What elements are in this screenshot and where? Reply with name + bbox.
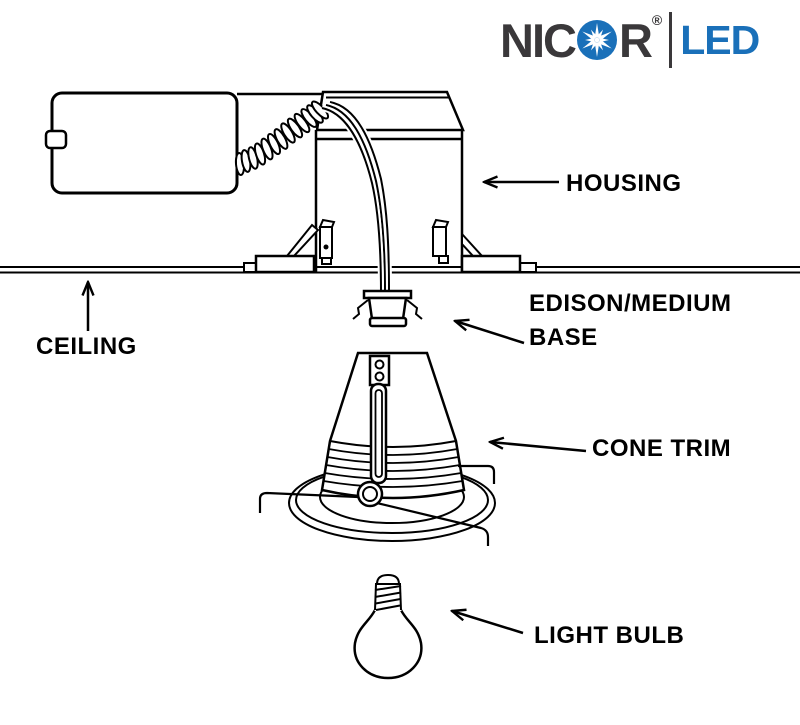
nicor-led-logo: NIC R ® LED xyxy=(500,10,760,70)
light-bulb-arrow xyxy=(452,611,524,635)
edison-base-arrow xyxy=(455,321,525,345)
edison-base-label-line2: BASE xyxy=(529,324,598,351)
edison-base-label-line1: EDISON/MEDIUM xyxy=(529,290,732,317)
cone-trim-drawing xyxy=(258,351,496,546)
light-bulb-drawing xyxy=(353,573,423,680)
knockout-button xyxy=(44,129,68,150)
registered-mark: ® xyxy=(651,12,663,28)
housing-label: HOUSING xyxy=(566,170,682,197)
edison-base-label: EDISON/MEDIUM BASE xyxy=(529,287,732,355)
trim-spring-clips xyxy=(258,464,496,546)
brand-suffix-text: R xyxy=(618,13,653,67)
wires-drawing xyxy=(321,99,392,294)
trim-bracket-strap xyxy=(356,354,391,508)
junction-box-drawing xyxy=(44,91,239,195)
ceiling-label: CEILING xyxy=(36,333,137,360)
flex-conduit-drawing xyxy=(234,100,330,176)
logo-divider xyxy=(669,12,673,68)
housing-clip-right xyxy=(431,218,450,264)
light-bulb-label: LIGHT BULB xyxy=(534,622,685,649)
brand-prefix-text: NIC xyxy=(500,13,577,67)
cone-trim-arrow xyxy=(490,442,587,453)
cone-trim-label: CONE TRIM xyxy=(592,435,732,462)
housing-clip-left xyxy=(318,218,336,265)
starburst-o-icon xyxy=(576,20,617,60)
edison-base-drawing xyxy=(352,289,423,328)
sub-brand-text: LED xyxy=(680,16,760,63)
